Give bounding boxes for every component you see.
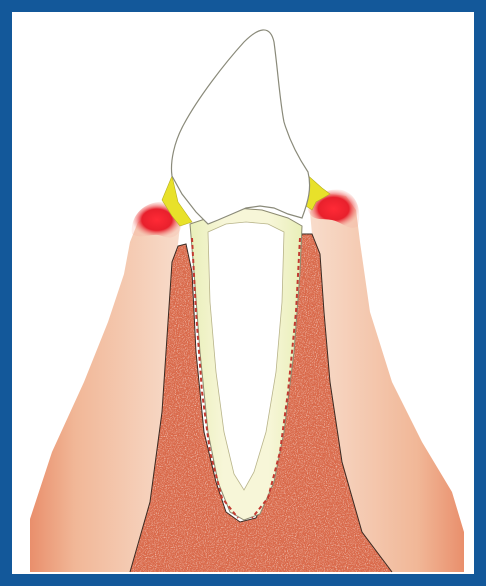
illustration-panel	[12, 12, 474, 574]
tooth-crown-enamel	[172, 30, 310, 224]
tooth-cross-section-diagram	[12, 12, 474, 574]
